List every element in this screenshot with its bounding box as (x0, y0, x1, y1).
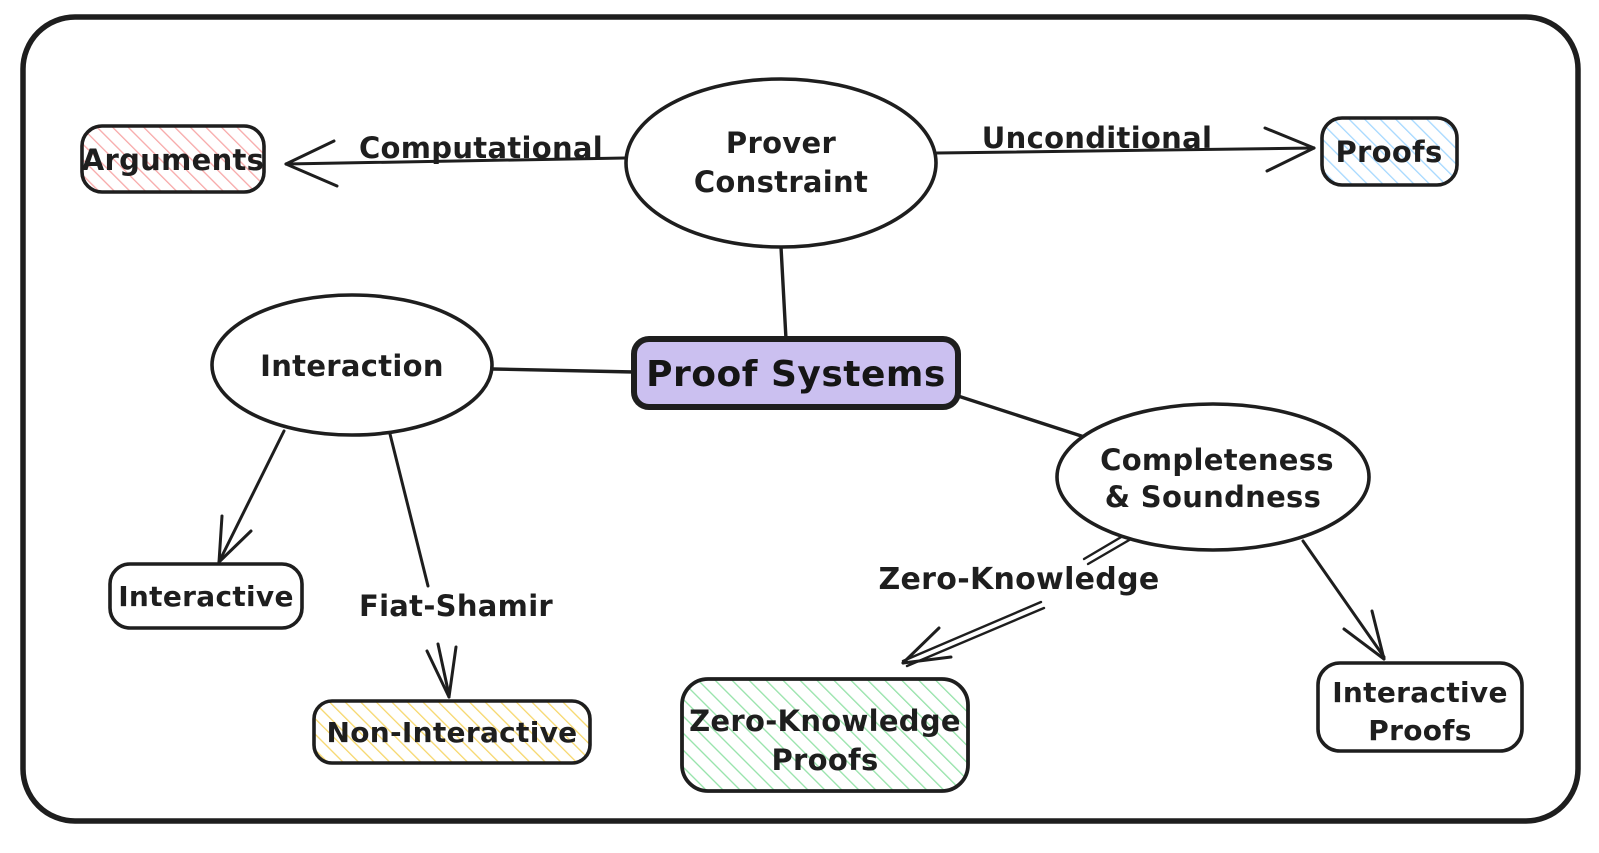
edge-computational[interactable]: Computational (284, 131, 627, 188)
node-proof-systems[interactable]: Proof Systems (631, 336, 961, 410)
node-completeness-soundness[interactable]: Completeness & Soundness (1055, 402, 1371, 552)
prover-constraint-ellipse (624, 77, 938, 249)
zero-knowledge-proofs-box (680, 677, 970, 793)
prover-constraint-label-line2: Constraint (694, 165, 868, 199)
interactive-proofs-arrowhead (1342, 627, 1386, 661)
computational-label: Computational (359, 131, 603, 165)
edge-unconditional[interactable]: Unconditional (935, 121, 1316, 173)
edge-interaction-to-proof-systems[interactable] (491, 367, 636, 374)
arguments-box (80, 124, 266, 194)
computational-arrowhead (284, 139, 336, 166)
edge-zero-knowledge[interactable]: Zero-Knowledge (878, 531, 1159, 668)
interactive-label: Interactive (118, 580, 294, 613)
edge-fiat-shamir[interactable]: Fiat-Shamir (359, 432, 553, 699)
proofs-box (1320, 116, 1459, 187)
completeness-label-line2: & Soundness (1105, 480, 1321, 514)
zkp-label-line1: Zero-Knowledge (689, 704, 961, 738)
node-prover-constraint[interactable]: Prover Constraint (624, 77, 938, 249)
node-interactive-proofs[interactable]: Interactive Proofs (1316, 661, 1524, 753)
node-zero-knowledge-proofs[interactable]: Zero-Knowledge Proofs (680, 677, 970, 793)
node-non-interactive[interactable]: Non-Interactive (312, 699, 592, 765)
edge-completeness-to-interactive-proofs[interactable] (1301, 539, 1386, 661)
prover-constraint-label-line1: Prover (726, 126, 837, 160)
interactive-box (108, 562, 304, 630)
zero-knowledge-arrowhead (901, 626, 941, 665)
unconditional-arrowhead (1263, 126, 1316, 150)
interactive-arrowhead (217, 514, 224, 564)
proof-systems-label: Proof Systems (646, 354, 946, 395)
outer-frame[interactable] (20, 14, 1581, 824)
interactive-proofs-box (1316, 661, 1524, 753)
node-arguments[interactable]: Arguments (80, 124, 266, 194)
node-interaction[interactable]: Interaction (210, 293, 494, 437)
node-proofs[interactable]: Proofs (1320, 116, 1459, 187)
proofs-label: Proofs (1335, 135, 1442, 169)
interaction-ellipse (210, 293, 494, 437)
fiat-shamir-arrowhead (425, 649, 451, 699)
interactive-proofs-label-line1: Interactive (1332, 676, 1508, 709)
interaction-label: Interaction (260, 349, 444, 383)
arguments-label: Arguments (82, 143, 265, 177)
interactive-proofs-label-line2: Proofs (1368, 714, 1471, 747)
non-interactive-label: Non-Interactive (327, 716, 578, 749)
fiat-shamir-label: Fiat-Shamir (359, 589, 553, 623)
node-interactive[interactable]: Interactive (108, 562, 304, 630)
edge-prover-to-proof-systems[interactable] (779, 245, 788, 341)
zkp-label-line2: Proofs (771, 743, 878, 777)
non-interactive-box (312, 699, 592, 765)
completeness-label-line1: Completeness (1100, 443, 1334, 477)
zero-knowledge-label: Zero-Knowledge (878, 562, 1159, 597)
edge-interaction-to-interactive[interactable] (217, 429, 286, 564)
unconditional-label: Unconditional (982, 121, 1212, 155)
proof-systems-box (631, 336, 961, 410)
completeness-soundness-ellipse (1055, 402, 1371, 552)
